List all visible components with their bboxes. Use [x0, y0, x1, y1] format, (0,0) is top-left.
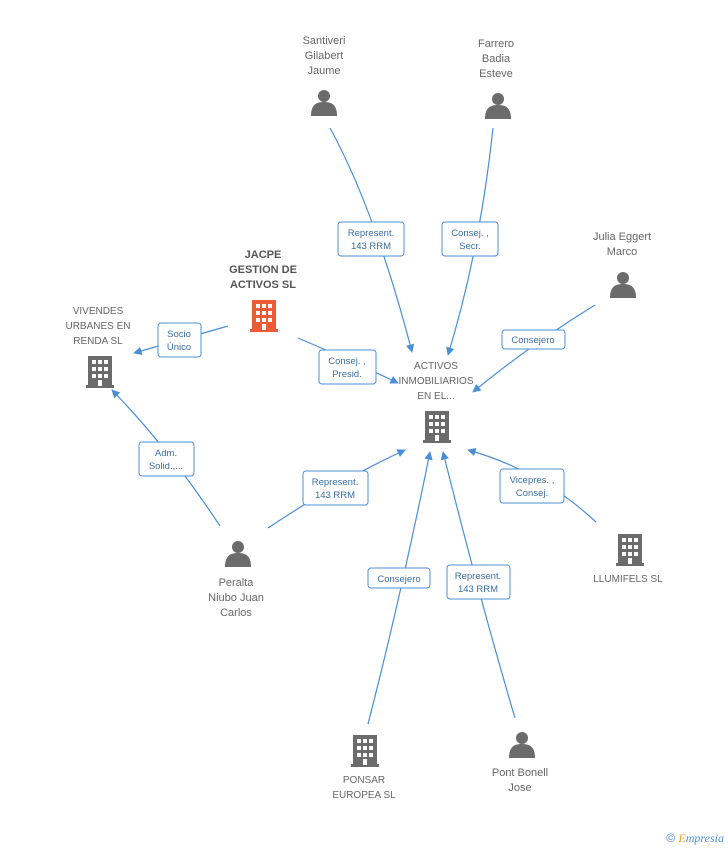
- node-label: Peralta: [219, 577, 255, 589]
- node-jacpe[interactable]: JACPE GESTION DE ACTIVOS SL: [229, 249, 297, 332]
- node-label: ACTIVOS: [414, 361, 458, 372]
- node-label: Badia: [482, 53, 511, 65]
- node-label: URBANES EN: [65, 321, 130, 332]
- node-label: Julia Eggert: [593, 231, 651, 243]
- node-label: Santiveri: [303, 35, 346, 47]
- building-icon: [423, 411, 451, 443]
- building-icon: [86, 356, 114, 388]
- node-label: Esteve: [479, 68, 513, 80]
- node-label: EN EL...: [417, 391, 454, 402]
- edge-label-line: Represent.: [348, 228, 394, 239]
- edge-label-llumifels-activos: Vicepres. , Consej.: [499, 468, 565, 504]
- person-icon: [485, 93, 511, 119]
- node-label: Gilabert: [305, 50, 344, 62]
- person-icon: [610, 272, 636, 298]
- person-icon: [311, 90, 337, 116]
- edge-label-pont-activos: Represent. 143 RRM: [446, 564, 511, 600]
- footer-credit: © Empresia: [666, 831, 724, 846]
- node-julia[interactable]: Julia Eggert Marco: [593, 231, 651, 298]
- node-label: RENDA SL: [73, 336, 123, 347]
- edge-label-line: Represent.: [312, 477, 358, 488]
- node-label: Marco: [607, 246, 638, 258]
- node-label: Jaume: [307, 65, 340, 77]
- node-label: INMOBILIARIOS: [398, 376, 473, 387]
- node-santiveri[interactable]: Santiveri Gilabert Jaume: [303, 35, 346, 116]
- edge-label-line: Adm.: [155, 448, 177, 459]
- node-label: LLUMIFELS SL: [593, 574, 663, 585]
- node-label: Carlos: [220, 607, 252, 619]
- edge-label-julia-activos: Consejero: [501, 329, 566, 350]
- edge-label-peralta-activos: Represent. 143 RRM: [302, 470, 369, 506]
- copyright-icon: ©: [666, 831, 676, 845]
- edge-label-line: Solid.,...: [149, 461, 183, 472]
- edge-label-line: Consejero: [377, 574, 420, 585]
- person-icon: [509, 732, 535, 758]
- edge-label-line: Secr.: [459, 241, 481, 252]
- node-label: Pont Bonell: [492, 767, 548, 779]
- node-ponsar[interactable]: PONSAR EUROPEA SL: [332, 735, 396, 801]
- edge-label-jacpe-vivendes: Socio Único: [157, 322, 202, 358]
- node-label: PONSAR: [343, 775, 385, 786]
- node-peralta[interactable]: Peralta Niubo Juan Carlos: [208, 541, 264, 619]
- edge-label-farrero-activos: Consej. , Secr.: [441, 221, 499, 257]
- empresia-logo-initial: E: [678, 831, 686, 845]
- node-label: GESTION DE: [229, 264, 297, 276]
- edge-label-line: 143 RRM: [315, 490, 355, 501]
- node-label: Niubo Juan: [208, 592, 264, 604]
- person-icon: [225, 541, 251, 567]
- node-farrero[interactable]: Farrero Badia Esteve: [478, 38, 514, 119]
- node-label: VIVENDES: [73, 306, 124, 317]
- edge-label-line: Consej. ,: [451, 228, 489, 239]
- edge-label-santiveri-activos: Represent. 143 RRM: [337, 221, 405, 257]
- edge-label-line: Socio: [167, 329, 191, 340]
- node-label: EUROPEA SL: [332, 790, 396, 801]
- edge-label-line: Presid.: [332, 369, 362, 380]
- edge-label-line: Represent.: [455, 571, 501, 582]
- node-pont[interactable]: Pont Bonell Jose: [492, 732, 548, 794]
- node-label: Farrero: [478, 38, 514, 50]
- edge-label-peralta-vivendes: Adm. Solid.,...: [138, 441, 195, 477]
- edge-label-line: Único: [167, 342, 191, 353]
- node-llumifels[interactable]: LLUMIFELS SL: [593, 534, 663, 585]
- building-icon: [250, 300, 278, 332]
- node-label: ACTIVOS SL: [230, 279, 296, 291]
- node-vivendes[interactable]: VIVENDES URBANES EN RENDA SL: [65, 306, 131, 388]
- edge-label-line: Vicepres. ,: [510, 475, 555, 486]
- building-icon: [351, 735, 379, 767]
- edge-label-line: Consej. ,: [328, 356, 366, 367]
- edge-ponsar-activos: [367, 451, 433, 725]
- edge-label-ponsar-activos: Consejero: [367, 567, 431, 589]
- node-label: JACPE: [245, 249, 282, 261]
- edge-label-line: 143 RRM: [351, 241, 391, 252]
- edge-label-line: 143 RRM: [458, 584, 498, 595]
- node-activos[interactable]: ACTIVOS INMOBILIARIOS EN EL...: [398, 361, 474, 443]
- empresia-logo-text[interactable]: mpresia: [685, 831, 724, 845]
- edge-label-jacpe-activos: Consej. , Presid.: [318, 349, 377, 385]
- edge-label-line: Consejero: [511, 335, 554, 346]
- edge-label-line: Consej.: [516, 488, 548, 499]
- node-label: Jose: [508, 782, 531, 794]
- building-icon: [616, 534, 644, 566]
